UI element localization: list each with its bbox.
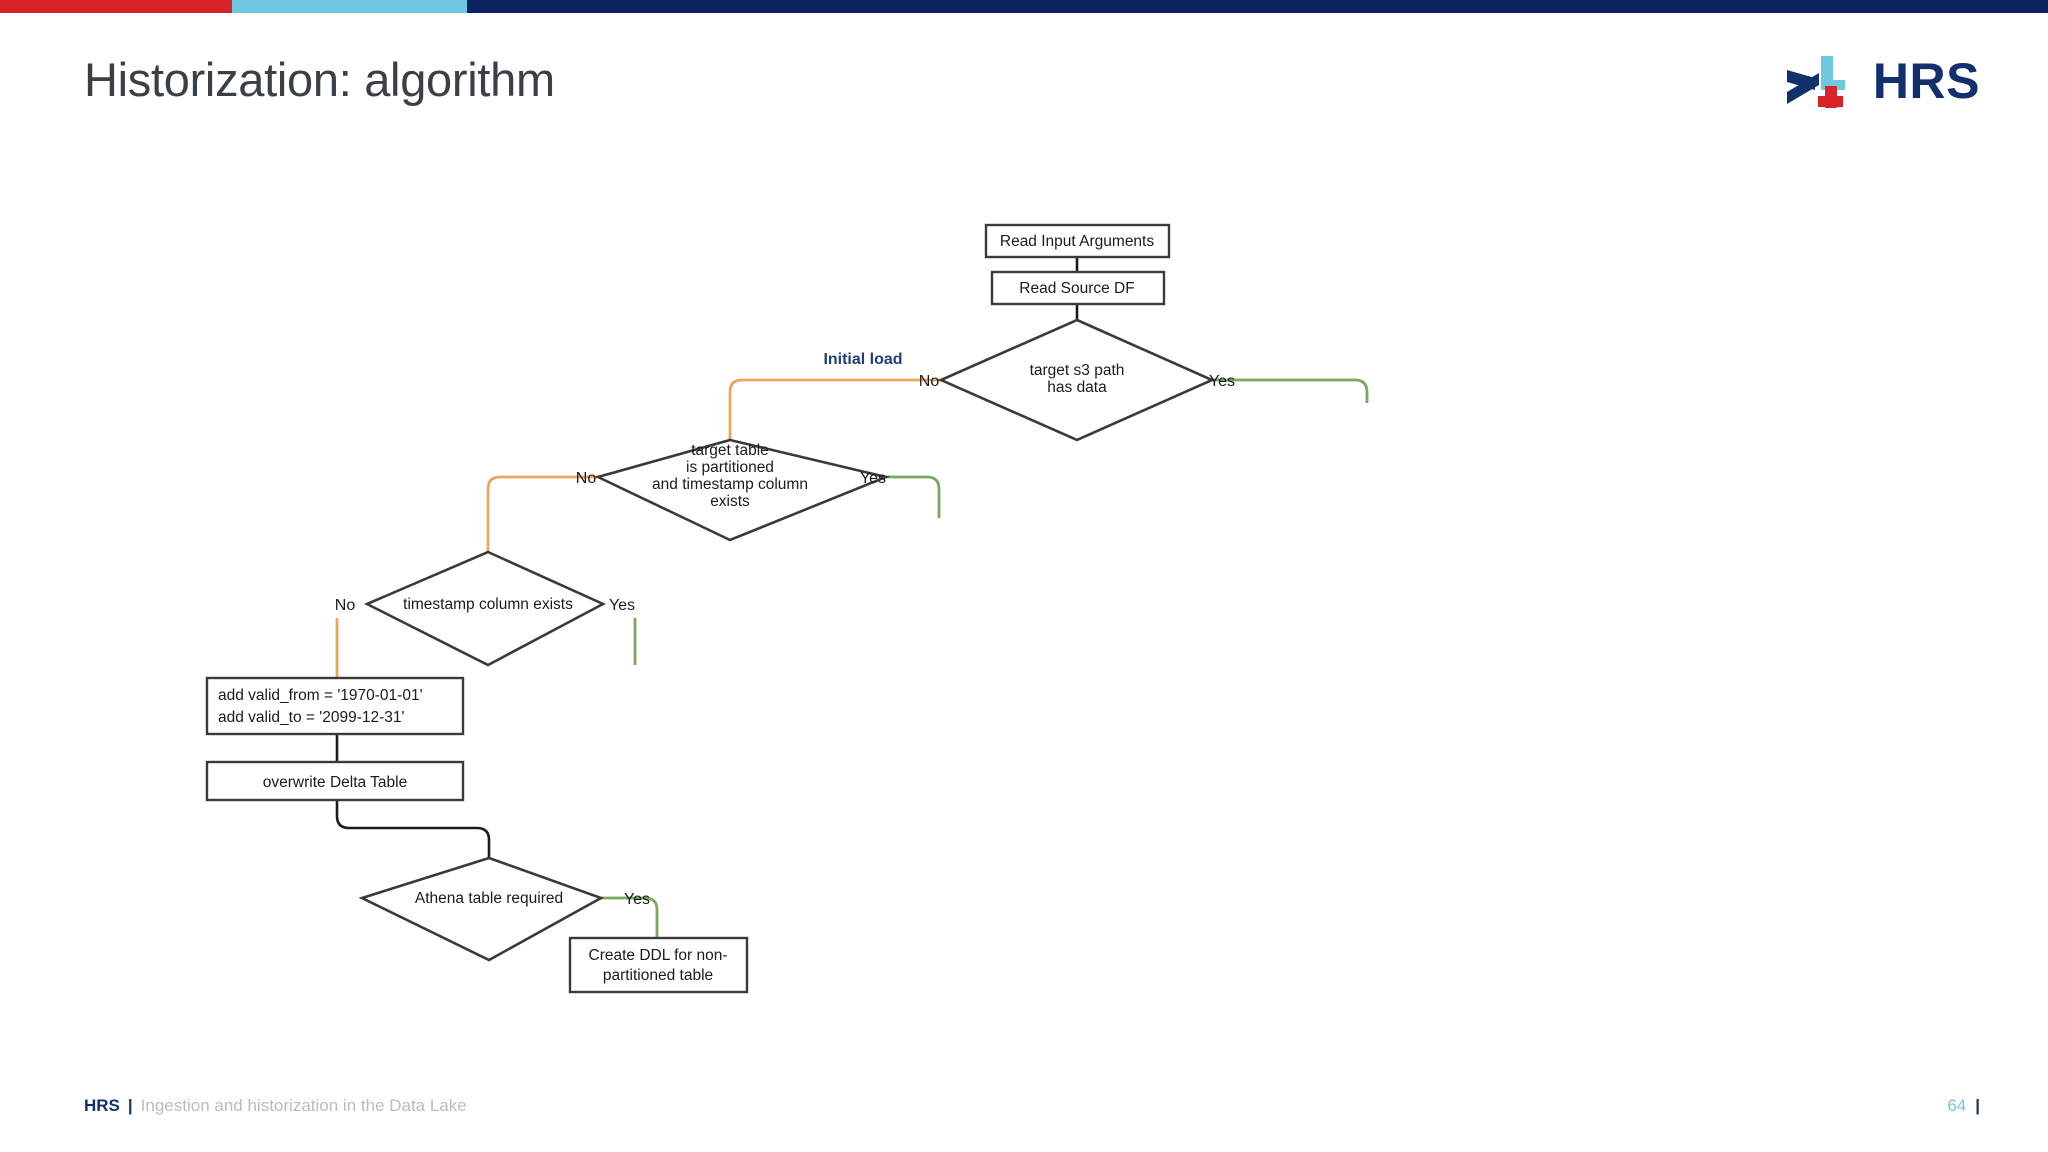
node-add-valid-from-to-shape	[205, 676, 465, 736]
node-read-input-arguments-shape	[984, 223, 1171, 259]
node-add-valid-from-line1: add valid_from = '1970-01-01'	[218, 687, 423, 704]
node-target-table-line2: is partitioned	[686, 459, 774, 476]
node-target-s3-path-has-data[interactable]: target s3 path has data	[937, 318, 1216, 442]
node-athena-table-required[interactable]: Athena table required	[358, 856, 605, 962]
footer: HRS | Ingestion and historization in the…	[84, 1096, 467, 1116]
node-create-ddl-line2: partitioned table	[603, 967, 713, 984]
node-target-table-is-partitioned[interactable]: target table is partitioned and timestam…	[594, 438, 891, 542]
node-read-input-arguments-label: Read Input Arguments	[1000, 233, 1154, 250]
edge-s3-yes-green	[1212, 378, 1369, 403]
footer-subtitle: Ingestion and historization in the Data …	[140, 1096, 467, 1115]
node-target-s3-path-line1: target s3 path	[1030, 362, 1125, 379]
page-title: Historization: algorithm	[84, 53, 555, 106]
accent-bar-red-segment	[0, 0, 232, 13]
branch-label-athena-yes: Yes	[624, 891, 650, 908]
node-timestamp-column-exists-shape	[363, 550, 606, 667]
node-create-ddl-line1: Create DDL for non-	[589, 947, 728, 964]
node-add-valid-from-to[interactable]: add valid_from = '1970-01-01' add valid_…	[205, 676, 465, 736]
node-athena-table-required-label: Athena table required	[415, 890, 563, 907]
node-create-ddl-non-partitioned-shape	[568, 936, 749, 994]
hrs-logo-wordmark: HRS	[1872, 53, 1980, 109]
node-overwrite-delta-table-label: overwrite Delta Table	[263, 774, 407, 791]
node-read-source-df[interactable]: Read Source DF	[990, 270, 1166, 306]
page-number-value: 64	[1947, 1096, 1967, 1115]
edge-athena-yes-green	[597, 896, 659, 938]
node-read-source-df-label: Read Source DF	[1019, 280, 1134, 297]
branch-label-timestamp-no: No	[335, 597, 356, 614]
node-overwrite-delta-table-shape	[205, 760, 465, 802]
edge-partitioned-no-orange	[486, 475, 598, 552]
branch-label-s3-yes: Yes	[1209, 373, 1235, 390]
edge-s3-no-orange	[728, 378, 941, 440]
footer-brand: HRS	[84, 1096, 120, 1115]
top-accent-bar	[0, 0, 2048, 13]
node-overwrite-delta-table[interactable]: overwrite Delta Table	[205, 760, 465, 802]
footer-separator: |	[127, 1096, 133, 1115]
node-target-s3-path-line2: has data	[1047, 379, 1107, 396]
branch-label-partitioned-no: No	[576, 470, 597, 487]
branch-label-timestamp-yes: Yes	[609, 597, 635, 614]
accent-bar-navy-segment	[467, 0, 2048, 13]
node-target-s3-path-has-data-shape	[937, 318, 1216, 442]
node-create-ddl-non-partitioned[interactable]: Create DDL for non- partitioned table	[568, 936, 749, 994]
node-read-source-df-shape	[990, 270, 1166, 306]
hrs-logo-mark-icon	[1786, 56, 1845, 108]
node-target-table-is-partitioned-shape	[594, 438, 891, 542]
edge-partitioned-yes-green	[886, 475, 941, 518]
node-timestamp-column-exists-label: timestamp column exists	[403, 596, 573, 613]
page-number: 64 |	[1947, 1096, 1980, 1116]
branch-label-partitioned-yes: Yes	[860, 470, 886, 487]
node-target-table-line4: exists	[710, 493, 750, 510]
node-target-table-line3: and timestamp column	[652, 476, 808, 493]
node-athena-table-required-shape	[358, 856, 605, 962]
node-target-table-line1: target table	[691, 442, 769, 459]
node-timestamp-column-exists[interactable]: timestamp column exists	[363, 550, 606, 667]
accent-bar-blue-segment	[232, 0, 467, 13]
node-read-input-arguments[interactable]: Read Input Arguments	[984, 223, 1171, 259]
hrs-logo: HRS	[1785, 52, 1980, 110]
page-number-separator: |	[1975, 1096, 1980, 1115]
annotation-initial-load: Initial load	[823, 351, 902, 368]
node-add-valid-from-line2: add valid_to = '2099-12-31'	[218, 709, 405, 726]
edge-overwrite-to-athena	[335, 800, 491, 858]
branch-label-s3-no: No	[919, 373, 940, 390]
